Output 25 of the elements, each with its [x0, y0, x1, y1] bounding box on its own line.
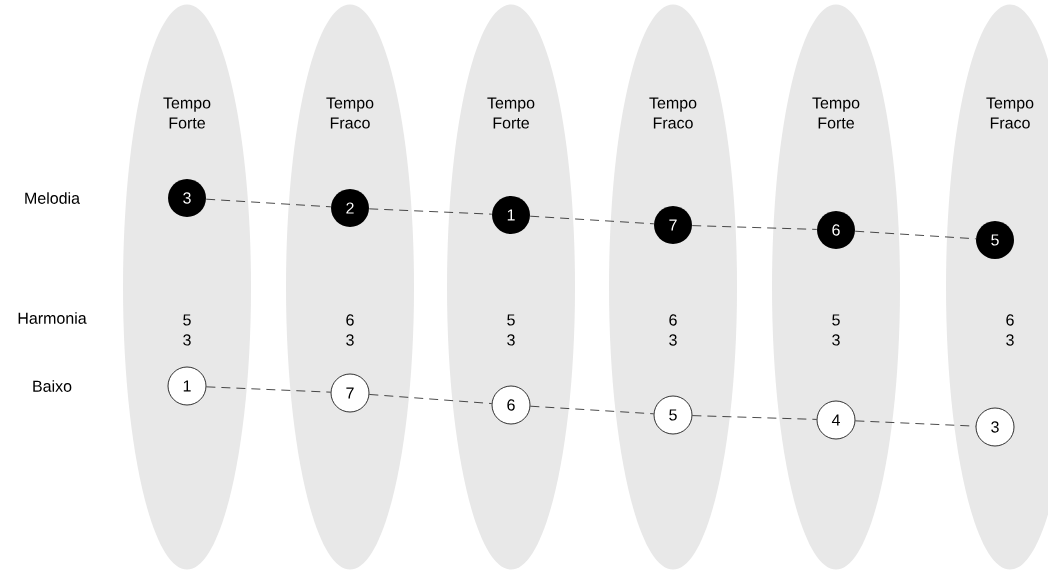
row-label: Baixo: [33, 380, 72, 392]
dashed-line: [530, 405, 654, 415]
dashed-line: [529, 215, 655, 225]
bass-note: 6: [491, 385, 531, 425]
melody-note: 1: [492, 196, 530, 234]
dashed-line: [206, 386, 331, 393]
dashed-line: [691, 225, 818, 230]
dashed-line: [205, 198, 332, 208]
bass-note: 1: [167, 366, 207, 406]
melody-note: 5: [976, 221, 1014, 259]
dashed-line: [369, 394, 492, 404]
row-label: Harmonia: [18, 312, 87, 324]
dashed-line: [855, 420, 976, 427]
bass-note: 3: [975, 407, 1015, 447]
bass-note: 4: [816, 400, 856, 440]
melody-note: 2: [331, 189, 369, 227]
bass-note: 5: [653, 395, 693, 435]
bass-note: 7: [330, 373, 370, 413]
dashed-line: [854, 230, 977, 240]
row-label: Melodia: [25, 192, 80, 204]
dashed-line: [368, 208, 493, 215]
melody-note: 3: [168, 179, 206, 217]
dashed-line: [692, 415, 817, 420]
melody-note: 6: [817, 211, 855, 249]
melody-note: 7: [654, 206, 692, 244]
